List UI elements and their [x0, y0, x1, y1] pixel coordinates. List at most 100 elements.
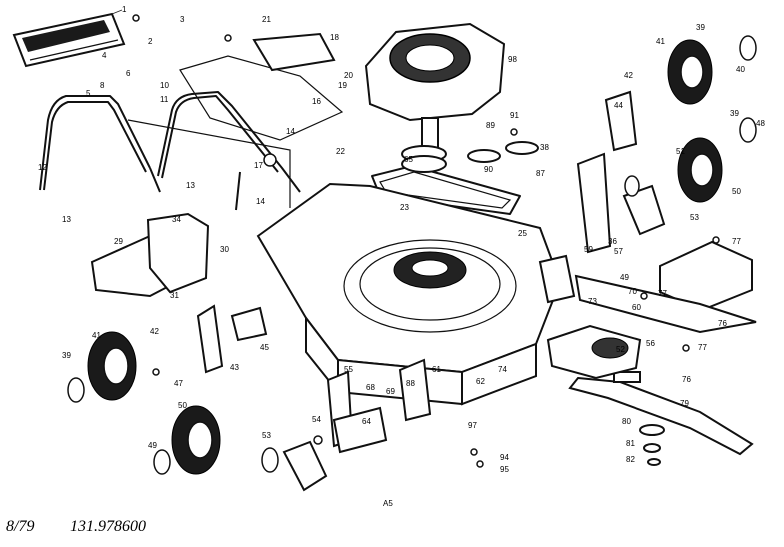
callout-42b: 42	[150, 327, 159, 336]
upper-handle	[39, 95, 161, 193]
callout-14a: 14	[286, 127, 295, 136]
callout-97: 97	[468, 421, 477, 430]
callout-70: 70	[628, 287, 637, 296]
callout-51: 51	[676, 147, 685, 156]
footer-model-number: 131.978600	[70, 518, 146, 535]
callout-6: 6	[126, 69, 131, 78]
callout-60: 60	[632, 303, 641, 312]
callout-4: 4	[102, 51, 107, 60]
callout-77c: 77	[698, 343, 707, 352]
height-adjusters	[196, 90, 638, 454]
callout-18: 18	[330, 33, 339, 42]
discharge-chute-left	[90, 212, 210, 298]
engine	[364, 22, 506, 159]
callout-5: 5	[86, 89, 91, 98]
wheel-rear-left	[153, 405, 328, 492]
callout-25: 25	[518, 229, 527, 238]
callout-53a: 53	[262, 431, 271, 440]
callout-10: 10	[160, 81, 169, 90]
callout-29: 29	[114, 237, 123, 246]
wheel-front-right	[667, 35, 757, 105]
lower-handle	[157, 91, 301, 211]
diagram-reference-code: A5	[383, 499, 393, 508]
callout-22: 22	[336, 147, 345, 156]
callout-87: 87	[536, 169, 545, 178]
callout-45: 45	[260, 343, 269, 352]
callout-49a: 49	[148, 441, 157, 450]
callout-76a: 76	[718, 319, 727, 328]
callout-50b: 50	[732, 187, 741, 196]
callout-56: 56	[646, 339, 655, 348]
callout-95: 95	[500, 465, 509, 474]
callout-53b: 53	[690, 213, 699, 222]
callout-12: 12	[38, 163, 47, 172]
callout-48: 48	[756, 119, 765, 128]
callout-3: 3	[180, 15, 185, 24]
callout-41a: 41	[656, 37, 665, 46]
callout-69: 69	[386, 387, 395, 396]
callout-68: 68	[366, 383, 375, 392]
callout-52: 52	[616, 345, 625, 354]
discharge-chute-right	[574, 240, 757, 334]
callout-94: 94	[500, 453, 509, 462]
callout-61: 61	[432, 365, 441, 374]
callout-54: 54	[312, 415, 321, 424]
callout-17: 17	[254, 161, 263, 170]
callout-23: 23	[400, 203, 409, 212]
callout-91: 91	[510, 111, 519, 120]
callout-39a: 39	[696, 23, 705, 32]
callout-55: 55	[344, 365, 353, 374]
callout-16: 16	[312, 97, 321, 106]
callout-88: 88	[406, 379, 415, 388]
wheel-front-left	[67, 331, 137, 403]
callout-41b: 41	[92, 331, 101, 340]
callout-62: 62	[476, 377, 485, 386]
callout-64: 64	[362, 417, 371, 426]
callout-21: 21	[262, 15, 271, 24]
callout-43: 43	[230, 363, 239, 372]
callout-80: 80	[622, 417, 631, 426]
callout-30: 30	[220, 245, 229, 254]
part-callouts: 1 2 3 4 5 6 8 10 11 12 13 13 14 14 16 17…	[38, 5, 765, 474]
bag-frame	[127, 32, 344, 208]
callout-42a: 42	[624, 71, 633, 80]
callout-20: 20	[344, 71, 353, 80]
callout-39b: 39	[730, 109, 739, 118]
callout-36: 36	[608, 237, 617, 246]
cutting-blade	[568, 371, 754, 466]
callout-19: 19	[338, 81, 347, 90]
callout-76b: 76	[682, 375, 691, 384]
callout-89: 89	[486, 121, 495, 130]
callout-13b: 13	[62, 215, 71, 224]
footer-date: 8/79	[6, 518, 35, 535]
callout-82: 82	[626, 455, 635, 464]
callout-47: 47	[174, 379, 183, 388]
callout-98: 98	[508, 55, 517, 64]
callout-49b: 49	[620, 273, 629, 282]
pulleys	[401, 141, 539, 173]
callout-50a: 50	[178, 401, 187, 410]
callout-8: 8	[100, 81, 105, 90]
callout-2: 2	[148, 37, 153, 46]
callout-81: 81	[626, 439, 635, 448]
callout-11: 11	[160, 95, 169, 104]
callout-79: 79	[680, 399, 689, 408]
callout-57: 57	[614, 247, 623, 256]
callout-73: 73	[588, 297, 597, 306]
callout-77b: 77	[658, 289, 667, 298]
callout-1: 1	[122, 5, 127, 14]
callout-13a: 13	[186, 181, 195, 190]
control-label-plate	[12, 9, 126, 68]
callout-65: 65	[404, 155, 413, 164]
callout-90: 90	[484, 165, 493, 174]
callout-44: 44	[614, 101, 623, 110]
callout-59: 59	[584, 245, 593, 254]
mower-deck	[256, 182, 562, 406]
callout-77a: 77	[732, 237, 741, 246]
callout-14b: 14	[256, 197, 265, 206]
callout-74: 74	[498, 365, 507, 374]
wheel-rear-right	[622, 117, 757, 236]
callout-39c: 39	[62, 351, 71, 360]
callout-34: 34	[172, 215, 181, 224]
